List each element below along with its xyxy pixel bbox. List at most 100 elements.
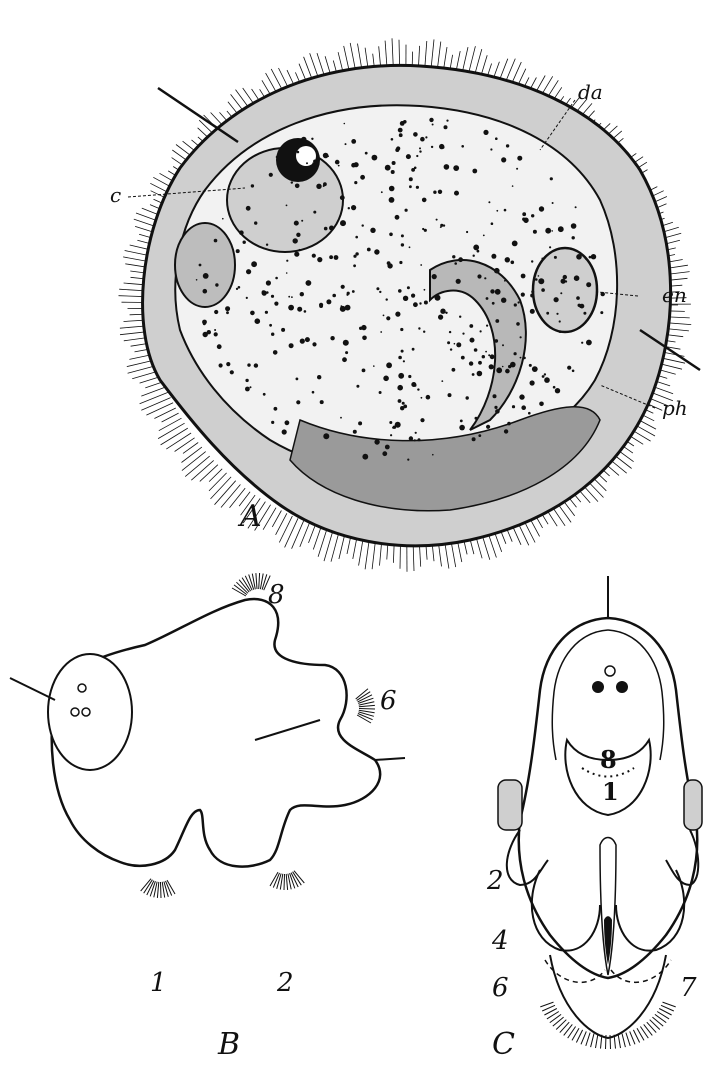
speckle-dot bbox=[214, 329, 216, 331]
cilium-stroke bbox=[263, 508, 276, 530]
cilium-stroke bbox=[259, 573, 260, 589]
speckle-dot bbox=[414, 439, 416, 441]
speckle-dot bbox=[275, 277, 278, 280]
speckle-dot bbox=[340, 417, 342, 419]
cilium-stroke bbox=[215, 481, 236, 505]
pointer-line-left bbox=[158, 88, 238, 142]
speckle-dot bbox=[348, 207, 350, 209]
speckle-dot bbox=[407, 459, 409, 461]
speckle-dot bbox=[376, 287, 379, 290]
speckle-dot bbox=[391, 170, 395, 174]
speckle-dot bbox=[254, 221, 257, 224]
speckle-dot bbox=[397, 385, 403, 391]
speckle-dot bbox=[251, 184, 254, 187]
speckle-dot bbox=[486, 325, 488, 327]
speckle-dot bbox=[386, 362, 392, 368]
speckle-dot bbox=[396, 146, 400, 150]
cilium-stroke bbox=[185, 456, 210, 477]
speckle-dot bbox=[317, 375, 321, 379]
speckle-dot bbox=[501, 298, 506, 303]
left-bristle-b bbox=[10, 678, 55, 700]
cilium-stroke bbox=[200, 465, 218, 482]
speckle-dot bbox=[542, 375, 545, 378]
speckle-dot bbox=[245, 379, 248, 382]
speckle-dot bbox=[506, 144, 509, 147]
speckle-dot bbox=[356, 385, 359, 388]
speckle-dot bbox=[470, 338, 475, 343]
speckle-dot bbox=[380, 331, 382, 333]
speckle-dot bbox=[262, 290, 266, 294]
speckle-dot bbox=[295, 184, 300, 189]
panel-label-a: A bbox=[240, 502, 262, 532]
speckle-dot bbox=[351, 205, 356, 210]
speckle-dot bbox=[273, 350, 278, 355]
speckle-dot bbox=[529, 364, 532, 367]
speckle-dot bbox=[461, 145, 464, 148]
speckle-dot bbox=[389, 197, 395, 203]
speckle-dot bbox=[250, 386, 252, 388]
speckle-dot bbox=[319, 303, 323, 307]
speckle-dot bbox=[413, 384, 416, 387]
ciliated-band-left bbox=[498, 780, 522, 830]
cilia-fringe-c bbox=[540, 1002, 675, 1049]
speckle-dot bbox=[504, 209, 507, 212]
speckle-dot bbox=[291, 181, 293, 183]
speckle-dot bbox=[491, 254, 496, 259]
speckle-dot bbox=[539, 206, 544, 211]
label-c-4: 4 bbox=[492, 928, 509, 954]
speckle-dot bbox=[413, 132, 418, 137]
speckle-dot bbox=[586, 340, 592, 346]
speckle-dot bbox=[312, 162, 314, 164]
speckle-dot bbox=[574, 275, 580, 281]
right-bristle-b bbox=[375, 758, 405, 760]
speckle-dot bbox=[285, 420, 290, 425]
label-c-8: 8 bbox=[600, 748, 617, 772]
speckle-dot bbox=[424, 229, 427, 232]
speckle-dot bbox=[316, 184, 321, 189]
speckle-dot bbox=[585, 258, 587, 260]
speckle-dot bbox=[572, 236, 575, 239]
speckle-dot bbox=[520, 357, 522, 359]
speckle-dot bbox=[313, 211, 316, 214]
speckle-dot bbox=[416, 186, 419, 189]
speckle-dot bbox=[438, 315, 443, 320]
speckle-dot bbox=[576, 296, 580, 300]
cilium-stroke bbox=[211, 477, 232, 499]
speckle-dot bbox=[236, 288, 238, 290]
speckle-dot bbox=[445, 312, 447, 314]
speckle-dot bbox=[343, 340, 349, 346]
speckle-dot bbox=[296, 233, 300, 237]
cilium-stroke bbox=[272, 511, 281, 527]
speckle-dot bbox=[419, 150, 421, 152]
speckle-dot bbox=[266, 280, 271, 285]
speckle-dot bbox=[485, 351, 487, 353]
speckle-dot bbox=[286, 205, 288, 207]
cilium-stroke bbox=[162, 413, 179, 422]
speckle-dot bbox=[291, 296, 293, 298]
speckle-dot bbox=[305, 337, 310, 342]
speckle-dot bbox=[444, 164, 450, 170]
speckle-dot bbox=[533, 230, 537, 234]
speckle-dot bbox=[421, 397, 423, 399]
speckle-dot bbox=[389, 233, 393, 237]
speckle-dot bbox=[239, 230, 244, 235]
speckle-dot bbox=[351, 139, 356, 144]
speckle-dot bbox=[411, 168, 415, 172]
speckle-dot bbox=[269, 173, 273, 177]
speckle-dot bbox=[423, 331, 425, 333]
speckle-dot bbox=[358, 421, 362, 425]
speckle-dot bbox=[420, 137, 425, 142]
speckle-dot bbox=[494, 268, 500, 274]
speckle-dot bbox=[454, 262, 457, 265]
speckle-dot bbox=[365, 152, 368, 155]
speckle-dot bbox=[458, 257, 463, 262]
cilium-stroke bbox=[540, 1002, 553, 1007]
speckle-dot bbox=[514, 352, 517, 355]
eyespot-c-2 bbox=[616, 681, 628, 693]
speckle-dot bbox=[554, 256, 557, 259]
speckle-dot bbox=[286, 272, 288, 274]
speckle-dot bbox=[403, 360, 405, 362]
speckle-dot bbox=[551, 230, 553, 232]
cilium-stroke bbox=[279, 516, 292, 543]
speckle-dot bbox=[266, 244, 268, 246]
